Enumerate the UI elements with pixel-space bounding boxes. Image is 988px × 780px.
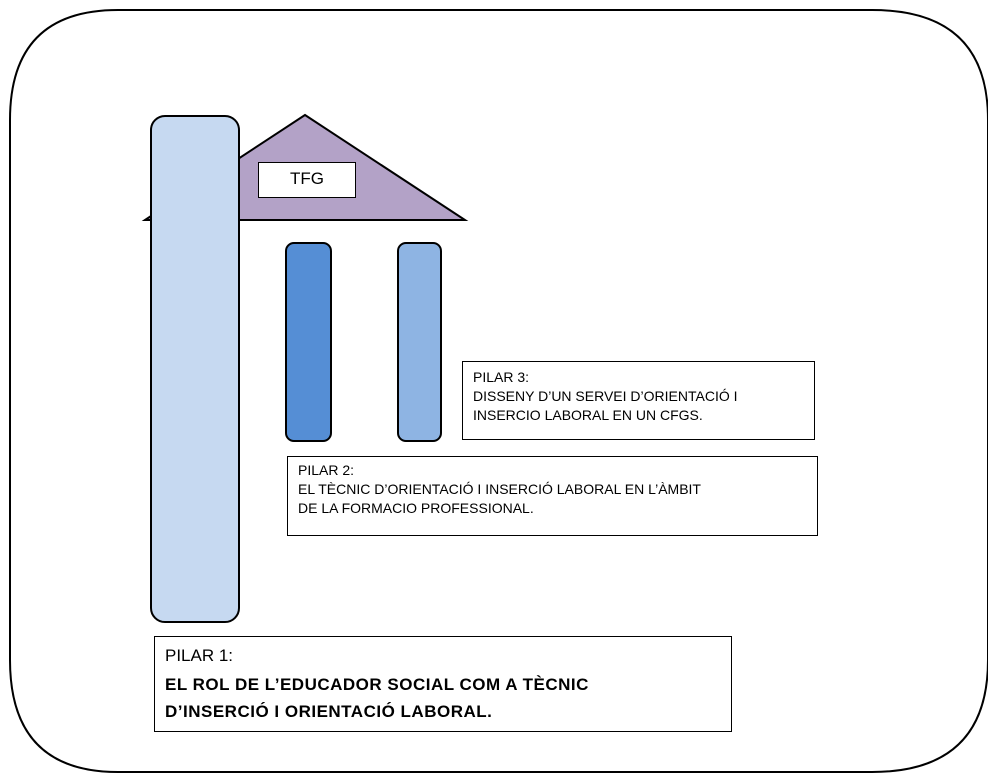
pilar-3-line-1: DISSENY D’UN SERVEI D’ORIENTACIÓ I (473, 388, 738, 404)
pilar-3-label: PILAR 3: DISSENY D’UN SERVEI D’ORIENTACI… (462, 361, 815, 440)
pillar-1 (150, 115, 240, 623)
pillar-2 (285, 242, 332, 442)
pilar-1-line-1: EL ROL DE L’EDUCADOR SOCIAL COM A TÈCNIC (165, 675, 589, 694)
pilar-3-line-2: INSERCIO LABORAL EN UN CFGS. (473, 407, 703, 423)
pilar-3-heading: PILAR 3: (473, 369, 530, 385)
pilar-2-heading: PILAR 2: (298, 462, 355, 478)
pilar-1-heading: PILAR 1: (165, 646, 234, 665)
pilar-2-line-2: DE LA FORMACIO PROFESSIONAL. (298, 500, 534, 516)
pilar-1-body: EL ROL DE L’EDUCADOR SOCIAL COM A TÈCNIC… (165, 671, 721, 725)
pilar-1-line-2: D’INSERCIÓ I ORIENTACIÓ LABORAL. (165, 702, 493, 721)
pilar-2-label: PILAR 2: EL TÈCNIC D’ORIENTACIÓ I INSERC… (287, 456, 818, 536)
tfg-label: TFG (258, 162, 356, 198)
pilar-1-label: PILAR 1: EL ROL DE L’EDUCADOR SOCIAL COM… (154, 636, 732, 732)
outer-frame (9, 9, 988, 773)
pilar-2-line-1: EL TÈCNIC D’ORIENTACIÓ I INSERCIÓ LABORA… (298, 481, 701, 497)
pillar-3 (397, 242, 442, 442)
